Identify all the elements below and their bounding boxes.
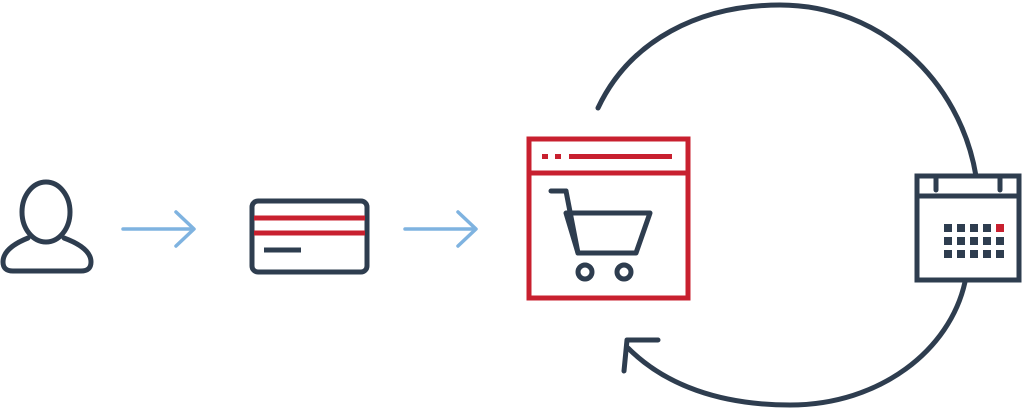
calendar-icon bbox=[914, 173, 1022, 283]
cycle-arrowhead bbox=[621, 337, 661, 374]
cart-wheel-right bbox=[614, 262, 634, 282]
cycle-arc-bottom bbox=[625, 279, 968, 408]
calendar-day-highlighted bbox=[996, 224, 1004, 232]
cart-wheel-left bbox=[575, 262, 595, 282]
calendar-day bbox=[957, 250, 965, 258]
calendar-day bbox=[957, 237, 965, 245]
browser-address-bar bbox=[569, 154, 672, 159]
calendar-day bbox=[996, 250, 1004, 258]
calendar-day bbox=[944, 250, 952, 258]
calendar-day bbox=[970, 224, 978, 232]
calendar-day bbox=[944, 224, 952, 232]
calendar-day bbox=[970, 237, 978, 245]
cart-frame bbox=[563, 188, 635, 256]
recurring-cycle-arrow-icon bbox=[595, 2, 979, 408]
calendar-day bbox=[944, 237, 952, 245]
arrow-right-icon bbox=[121, 210, 196, 248]
browser-dot bbox=[542, 154, 548, 159]
card-body bbox=[249, 198, 370, 275]
calendar-day bbox=[970, 250, 978, 258]
browser-dot bbox=[555, 154, 561, 159]
user-head bbox=[19, 179, 73, 245]
user-icon bbox=[0, 179, 94, 274]
shopping-cart-icon bbox=[548, 188, 653, 282]
calendar-day-grid bbox=[944, 224, 1004, 258]
credit-card-icon bbox=[249, 198, 370, 275]
browser-window bbox=[526, 136, 691, 301]
arrow-right-icon bbox=[403, 210, 478, 248]
calendar-day bbox=[996, 237, 1004, 245]
user-shoulders bbox=[0, 235, 94, 274]
shopping-cart-browser-icon bbox=[526, 136, 691, 301]
cycle-arc-top bbox=[595, 2, 979, 179]
calendar-day bbox=[983, 250, 991, 258]
calendar-day bbox=[957, 224, 965, 232]
calendar-day bbox=[983, 237, 991, 245]
calendar-day bbox=[983, 224, 991, 232]
